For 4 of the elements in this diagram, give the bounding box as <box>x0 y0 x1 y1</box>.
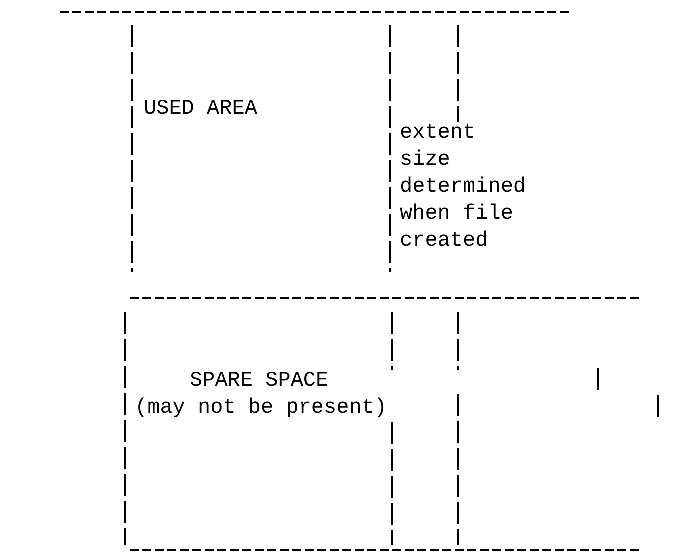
area-label: SPARE SPACE <box>190 369 329 395</box>
area-label: USED AREA <box>144 97 258 123</box>
extent-note: extent size determined when file created <box>400 121 526 255</box>
area-label: (may not be present) <box>135 396 388 422</box>
